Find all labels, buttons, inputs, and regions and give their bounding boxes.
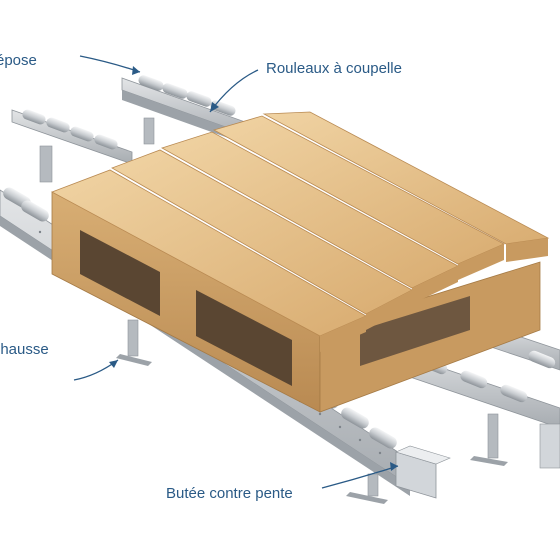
label-depose: épose xyxy=(0,52,37,69)
front-foot-2 xyxy=(367,473,379,497)
wooden-pallet xyxy=(51,111,550,413)
left-short-rollers xyxy=(22,109,118,150)
left-short-conveyor xyxy=(11,109,133,183)
pointer-depose xyxy=(79,55,141,73)
label-rouleaux-a-coupelle: Rouleaux à coupelle xyxy=(266,60,402,77)
pointer-lines xyxy=(73,55,399,489)
front-foot-1 xyxy=(127,319,139,357)
label-butee-contre-pente: Butée contre pente xyxy=(166,485,293,502)
